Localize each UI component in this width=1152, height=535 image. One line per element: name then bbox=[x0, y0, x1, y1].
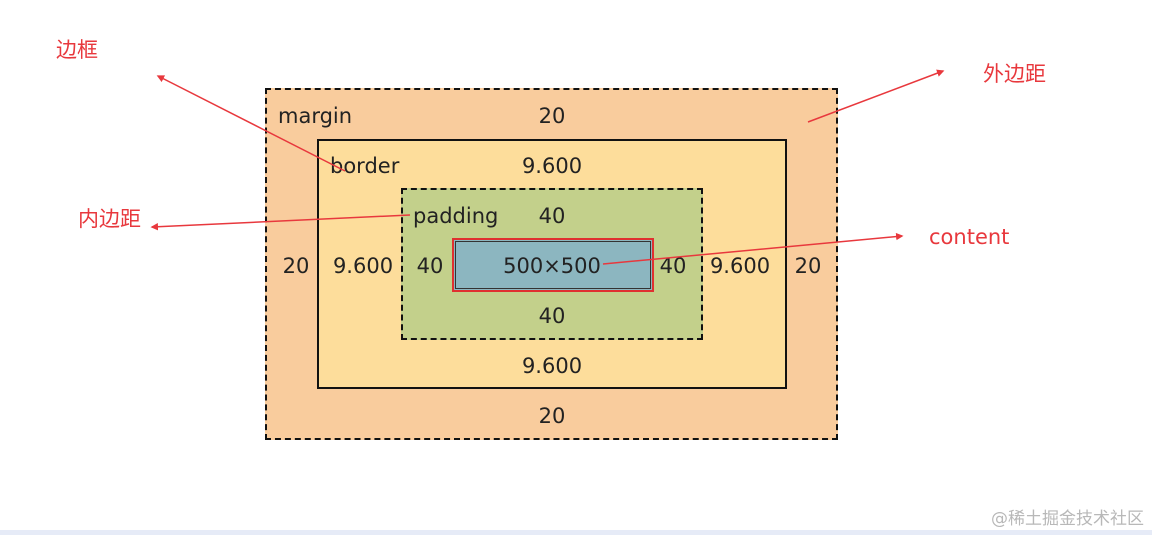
border-top-value: 9.600 bbox=[521, 154, 583, 178]
margin-label: margin bbox=[278, 104, 353, 128]
padding-right-value: 40 bbox=[659, 254, 687, 278]
border-left-value: 9.600 bbox=[332, 254, 394, 278]
watermark: @稀土掘金技术社区 bbox=[991, 509, 1144, 529]
padding-left-value: 40 bbox=[416, 254, 444, 278]
margin-callout: 外边距 bbox=[983, 62, 1046, 86]
margin-left-value: 20 bbox=[282, 254, 310, 278]
padding-callout: 内边距 bbox=[78, 207, 141, 231]
bottom-strip bbox=[0, 530, 1152, 535]
border-bottom-value: 9.600 bbox=[521, 354, 583, 378]
content-box bbox=[452, 238, 654, 292]
content-size-label: 500×500 bbox=[503, 254, 601, 278]
padding-arrow bbox=[150, 214, 411, 231]
margin-right-value: 20 bbox=[794, 254, 822, 278]
padding-bottom-value: 40 bbox=[538, 304, 566, 328]
border-right-value: 9.600 bbox=[709, 254, 771, 278]
border-label: border bbox=[330, 154, 400, 178]
content-arrow bbox=[602, 232, 904, 265]
border-arrow bbox=[156, 75, 346, 172]
content-callout: content bbox=[929, 225, 1010, 249]
margin-top-value: 20 bbox=[538, 104, 566, 128]
border-callout: 边框 bbox=[56, 38, 98, 62]
padding-top-value: 40 bbox=[538, 204, 566, 228]
padding-label: padding bbox=[413, 204, 499, 228]
margin-arrow bbox=[807, 69, 945, 123]
margin-bottom-value: 20 bbox=[538, 404, 566, 428]
